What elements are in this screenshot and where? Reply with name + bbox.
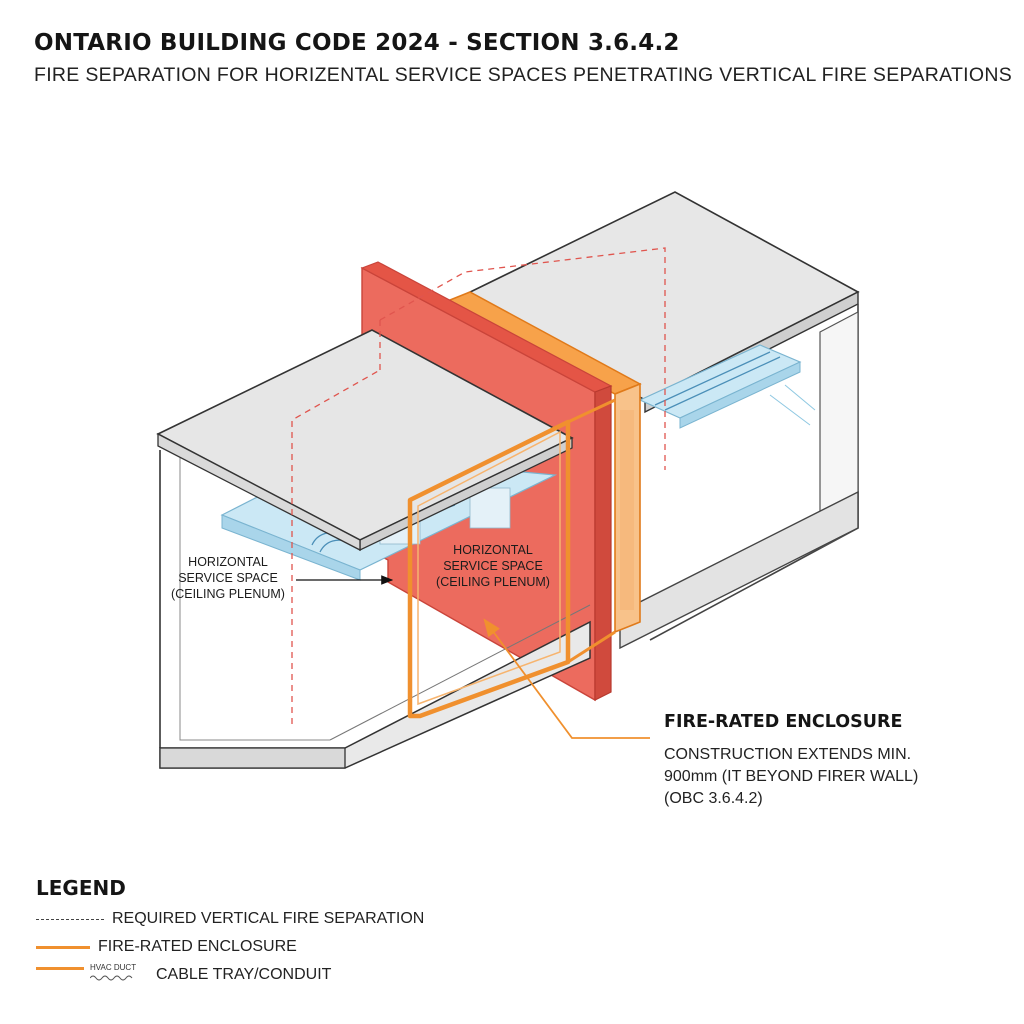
enclosure-front-frame [407,419,571,719]
fire-rated-enclosure [407,398,616,719]
duct-symbol-swatch: HVAC DUCT [36,963,148,985]
fire-wall-side-edge [594,385,612,701]
dashed-line-swatch [36,918,104,920]
callout-body: CONSTRUCTION EXTENDS MIN. 900mm (IT BEYO… [664,746,919,807]
enclosure-rear-frame [443,291,642,634]
page-title: ONTARIO BUILDING CODE 2024 - SECTION 3.6… [34,30,680,56]
label-left-service-space: HORIZONTAL SERVICE SPACE (CEILING PLENUM… [171,555,285,601]
legend-item-enclosure: FIRE-RATED ENCLOSURE [36,937,297,957]
rear-cable-tray [654,351,781,411]
enclosure-leader-line [483,618,650,739]
callout-title: FIRE-RATED ENCLOSURE [664,712,903,732]
page-subtitle: FIRE SEPARATION FOR HORIZENTAL SERVICE S… [34,64,1013,86]
orange-line-swatch [36,945,90,949]
rear-floor-slab [619,490,859,650]
legend-item-duct: HVAC DUCT CABLE TRAY/CONDUIT [36,963,331,985]
legend-item-dashed: REQUIRED VERTICAL FIRE SEPARATION [36,909,424,929]
wave-icon [90,975,133,981]
legend-title: LEGEND [36,876,126,900]
label-center-service-space: HORIZONTAL SERVICE SPACE (CEILING PLENUM… [436,543,550,589]
front-building-volume [156,329,591,769]
required-vertical-fire-separation [291,247,666,724]
